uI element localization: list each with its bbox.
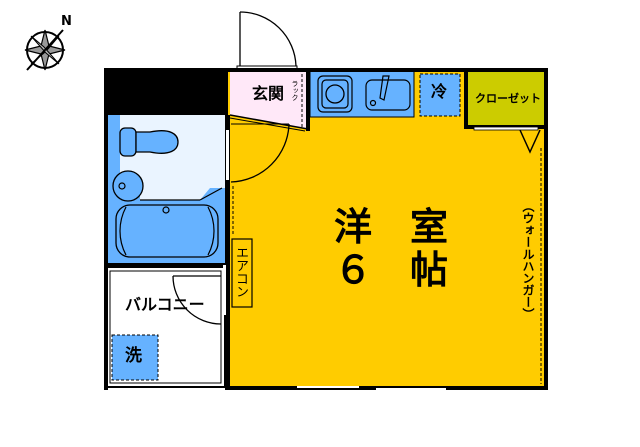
main-room-size: ６ 帖 — [334, 247, 449, 292]
entrance-label: 玄関 — [252, 84, 285, 103]
bathtub-icon — [115, 204, 219, 258]
compass-rose-icon — [24, 29, 66, 71]
compass-north-label: N — [61, 14, 72, 29]
washer-space — [111, 334, 159, 381]
entrance-door-swing — [239, 11, 297, 67]
rack-label: ラック — [291, 80, 299, 101]
wall-block — [104, 68, 228, 115]
kitchen-counter — [309, 70, 415, 118]
toilet-icon — [135, 130, 179, 154]
aircon-label: エアコン — [233, 246, 248, 298]
aircon-box — [231, 238, 253, 308]
wall-hanger-label: （ウォールハンガー） — [521, 200, 535, 320]
refrigerator-space — [419, 73, 461, 117]
washer-label: 洗 — [125, 346, 142, 366]
closet-label: クローゼット — [475, 92, 541, 105]
sink-icon — [112, 170, 144, 202]
entrance-floor — [230, 71, 308, 129]
closet-floor — [466, 71, 544, 127]
balcony-label: バルコニー — [125, 295, 205, 314]
toilet-tank-icon — [119, 127, 137, 157]
refrigerator-label: 冷 — [431, 82, 448, 101]
stove-icon — [317, 75, 353, 113]
main-room-label: 洋 室 — [334, 204, 449, 249]
